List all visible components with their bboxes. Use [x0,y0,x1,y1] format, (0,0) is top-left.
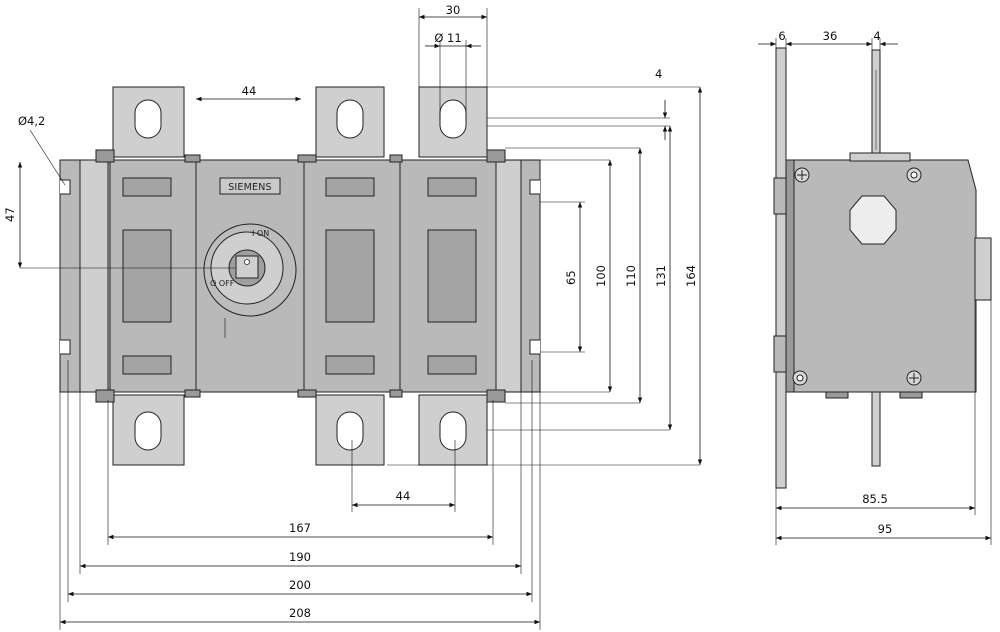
dim-width-208: 208 [289,606,311,620]
dim-width-200: 200 [289,578,311,592]
front-view: SIEMENS I ON O OFF Ø4,2 47 30 [3,3,703,630]
dim-side-85-5: 85.5 [862,492,888,506]
dim-side-4: 4 [873,29,880,43]
dim-width-167: 167 [289,521,311,535]
mount-hole-dim: Ø4,2 47 [3,114,235,269]
brand-plate: SIEMENS [219,177,281,195]
switch-body [59,149,541,403]
dim-top-width: 30 [446,3,461,17]
dim-vertical-131: 131 [654,265,668,287]
bottom-terminals [112,394,488,466]
dim-width-190: 190 [289,550,311,564]
right-vertical-dims: 4 65 100 110 131 164 [387,67,703,466]
bottom-dims: 44 167 190 200 208 [59,360,541,630]
top-dims: 30 Ø 11 44 [196,3,488,120]
dim-terminal-gap-bottom: 44 [396,489,411,503]
dim-vertical-65: 65 [564,270,578,285]
dim-side-95: 95 [878,522,893,536]
dim-vertical-100: 100 [594,265,608,287]
position-off-label: O OFF [210,279,235,288]
dim-left-47: 47 [3,207,17,222]
dim-side-36: 36 [823,29,838,43]
dim-top-offset: 4 [655,67,662,81]
dim-vertical-110: 110 [624,265,638,287]
dim-terminal-gap-top: 44 [242,84,257,98]
brand-label: SIEMENS [228,182,272,193]
dim-top-hole: Ø 11 [434,31,461,45]
dim-vertical-164: 164 [684,265,698,287]
position-on-label: I ON [252,229,269,238]
top-terminals [112,86,488,158]
dim-mount-hole: Ø4,2 [18,114,45,128]
dim-side-6: 6 [778,29,785,43]
rotary-handle: I ON O OFF [203,223,297,338]
side-view: 6 36 4 85.5 95 [758,29,992,545]
